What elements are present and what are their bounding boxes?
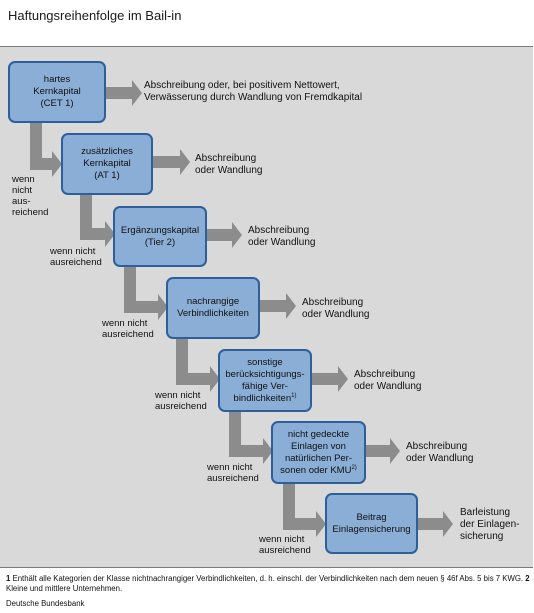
tier-label-wrap: nicht gedeckte Einlagen von natürlichen … xyxy=(280,429,357,477)
tier-label: hartes Kernkapital (CET 1) xyxy=(33,74,81,109)
condition-text-3: wenn nicht ausreichend xyxy=(102,318,154,340)
condition-text-2: wenn nicht ausreichend xyxy=(50,246,102,268)
diagram-panel: hartes Kernkapital (CET 1) zusätzliches … xyxy=(0,46,533,568)
tier-box-other-liabilities: sonstige berücksichtigungs- fähige Ver- … xyxy=(218,349,312,412)
arrow-right-6 xyxy=(366,438,400,464)
elbow-arrow-6 xyxy=(283,484,326,537)
tier-box-deposit-guarantee: Beitrag Einlagensicherung xyxy=(325,493,418,554)
arrow-right-1 xyxy=(106,80,142,106)
arrow-right-5 xyxy=(312,366,348,392)
arrows xyxy=(30,80,453,537)
tier-label: zusätzliches Kernkapital (AT 1) xyxy=(81,146,133,181)
arrow-right-2 xyxy=(153,149,190,175)
elbow-arrow-4 xyxy=(176,339,220,392)
arrow-right-7 xyxy=(418,511,453,537)
elbow-arrow-5 xyxy=(229,412,273,464)
tier-box-tier2: Ergänzungskapital (Tier 2) xyxy=(113,206,207,267)
condition-text-5: wenn nicht ausreichend xyxy=(207,462,259,484)
outcome-text-1: Abschreibung oder, bei positivem Nettowe… xyxy=(144,80,363,103)
outcome-text-3: Abschreibung oder Wandlung xyxy=(248,225,316,248)
condition-text-1: wenn nicht aus- reichend xyxy=(12,174,49,218)
outcome-text-5: Abschreibung oder Wandlung xyxy=(354,369,422,392)
tier-label: nachrangige Verbindlichkeiten xyxy=(177,296,249,319)
tier-label: Beitrag Einlagensicherung xyxy=(332,511,411,535)
tier-box-cet1: hartes Kernkapital (CET 1) xyxy=(8,61,106,123)
footnote-number-2: 2 xyxy=(525,574,530,583)
outcome-text-4: Abschreibung oder Wandlung xyxy=(302,297,370,320)
elbow-arrow-3 xyxy=(124,267,168,320)
condition-text-6: wenn nicht ausreichend xyxy=(259,534,311,556)
tier-label: nicht gedeckte Einlagen von natürlichen … xyxy=(280,428,353,476)
tier-box-uncovered-deposits: nicht gedeckte Einlagen von natürlichen … xyxy=(271,421,366,484)
tier-box-subordinated: nachrangige Verbindlichkeiten xyxy=(166,277,260,339)
footnote-ref: 2) xyxy=(351,464,357,471)
source-label: Deutsche Bundesbank xyxy=(6,599,85,608)
footnote-text-1: Enthält alle Kategorien der Klasse nicht… xyxy=(10,574,526,583)
footnote-number-1: 1 xyxy=(6,574,11,583)
outcome-text-7: Barleistung der Einlagen- sicherung xyxy=(460,507,520,542)
tier-label: Ergänzungskapital (Tier 2) xyxy=(120,224,200,248)
footnote: 1 Enthält alle Kategorien der Klasse nic… xyxy=(6,574,530,594)
outcome-text-6: Abschreibung oder Wandlung xyxy=(406,441,474,464)
footnote-ref: 1) xyxy=(291,392,297,399)
footnote-text-2: Kleine und mittlere Unternehmen. xyxy=(6,584,123,593)
tier-label: sonstige berücksichtigungs- fähige Ver- … xyxy=(225,356,305,404)
arrow-right-3 xyxy=(207,222,242,248)
page-title: Haftungsreihenfolge im Bail-in xyxy=(8,8,182,23)
tier-label-wrap: sonstige berücksichtigungs- fähige Ver- … xyxy=(225,357,304,405)
outcome-text-2: Abschreibung oder Wandlung xyxy=(195,153,263,176)
connector-layer xyxy=(30,80,453,537)
condition-text-4: wenn nicht ausreichend xyxy=(155,390,207,412)
elbow-arrow-1 xyxy=(30,123,62,177)
arrow-right-4 xyxy=(260,293,296,319)
elbow-arrow-2 xyxy=(80,195,115,247)
tier-box-at1: zusätzliches Kernkapital (AT 1) xyxy=(61,133,153,195)
